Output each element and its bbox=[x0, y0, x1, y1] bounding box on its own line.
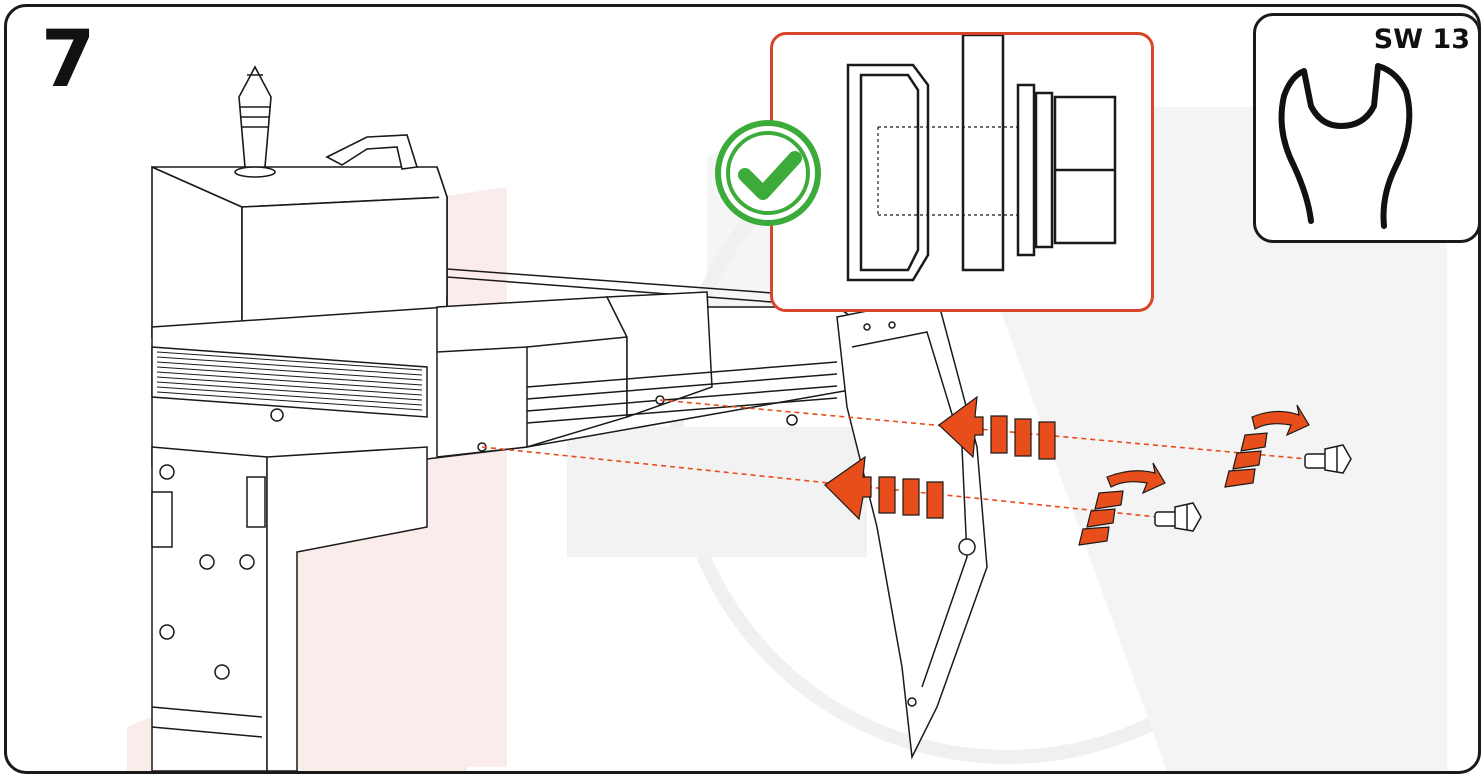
rotate-arrow-upper bbox=[1224, 404, 1310, 488]
tool-size-label: SW 13 bbox=[1373, 24, 1470, 55]
rotate-arrow-lower bbox=[1078, 462, 1166, 546]
rail-assembly bbox=[151, 268, 868, 508]
insert-arrow-lower bbox=[824, 455, 944, 521]
detail-inset bbox=[770, 32, 1154, 312]
machine-cabinet bbox=[151, 446, 428, 771]
step-number: 7 bbox=[41, 15, 96, 105]
insert-arrow-upper bbox=[938, 395, 1056, 460]
open-end-wrench-icon bbox=[1278, 63, 1413, 229]
step-frame: 7 bbox=[4, 4, 1481, 774]
bolt-detail-drawing bbox=[846, 35, 1117, 282]
check-circle-icon bbox=[715, 120, 821, 226]
tool-indicator: SW 13 bbox=[1253, 13, 1478, 243]
machine-housing bbox=[151, 65, 449, 338]
bolt-upper bbox=[1304, 444, 1352, 474]
bolt-lower bbox=[1154, 502, 1202, 532]
